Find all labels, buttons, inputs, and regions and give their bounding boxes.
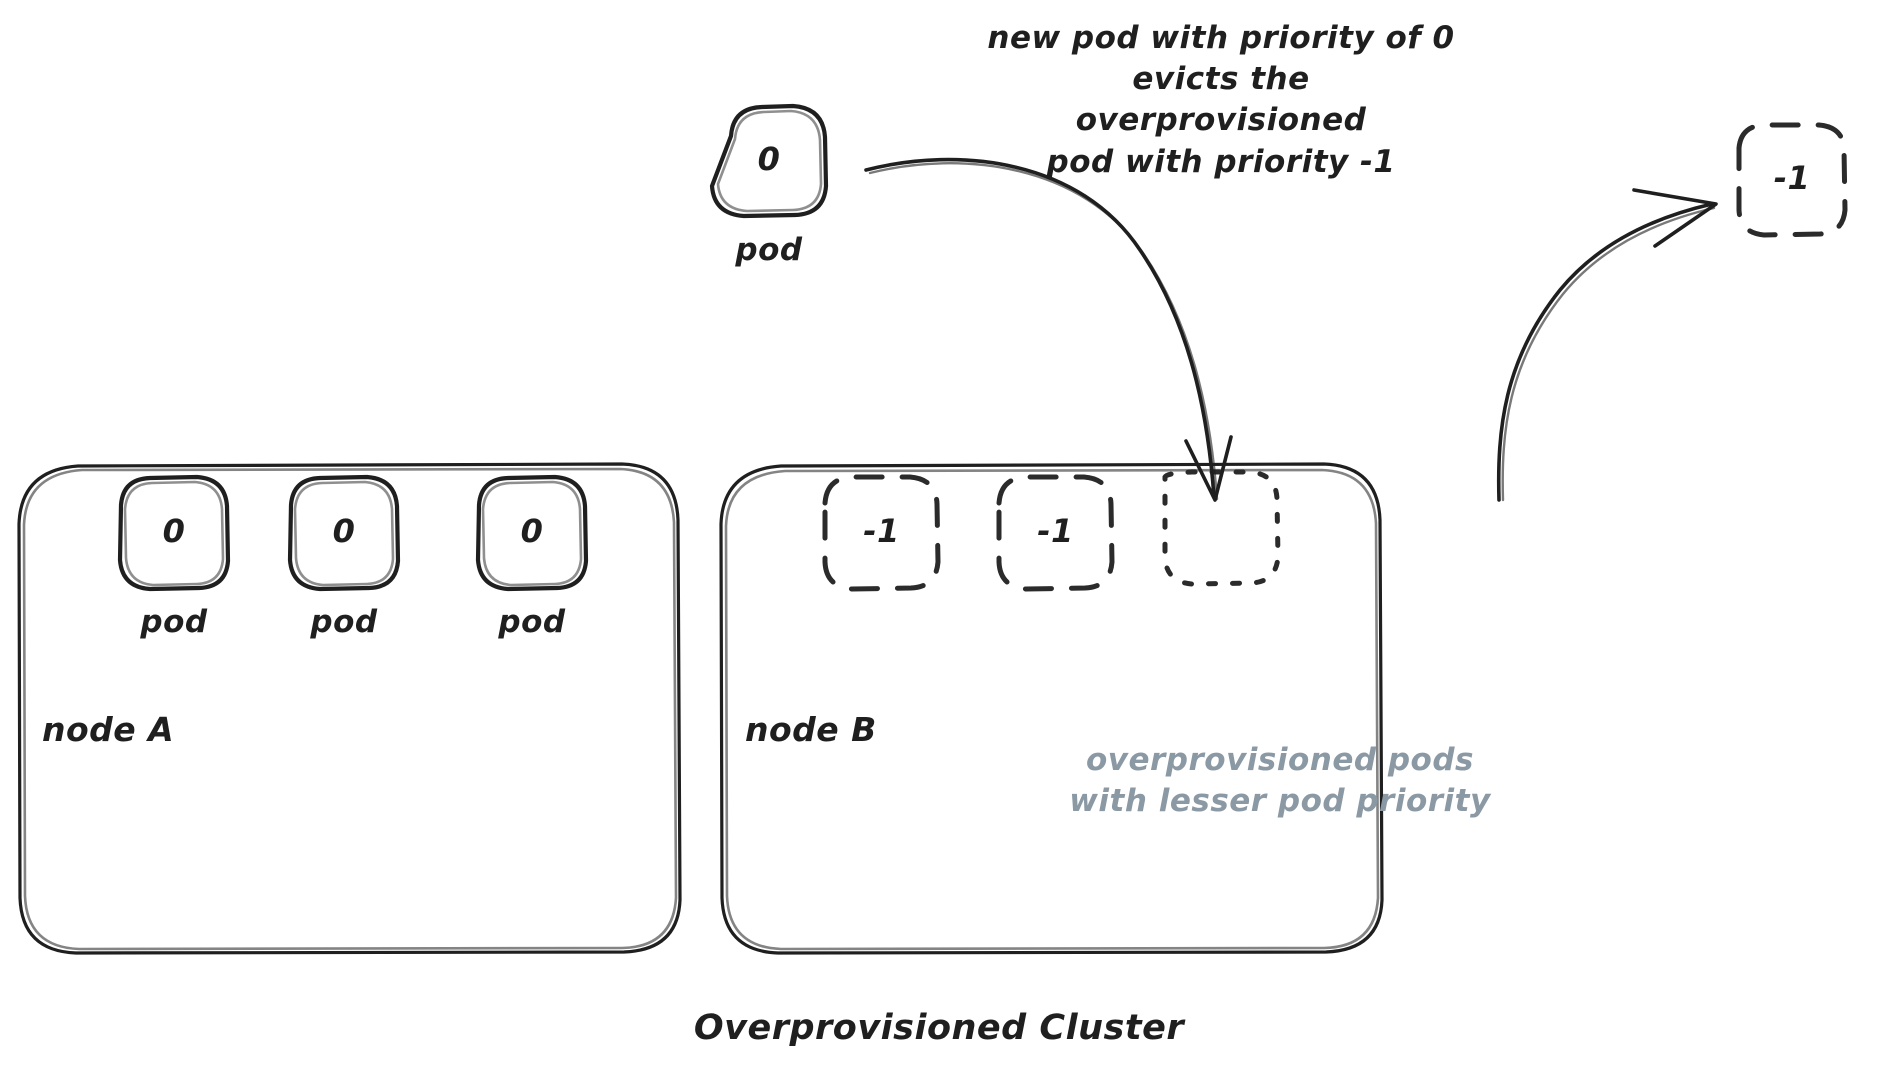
node-a-pod-1-value: 0: [162, 512, 186, 550]
node-b-pod-1-value: -1: [863, 512, 900, 550]
node-a-pod-3-value-wrap: 0: [478, 477, 586, 589]
evict-arrow: [1496, 188, 1718, 502]
node-a-pod-3-value: 0: [520, 512, 544, 550]
node-a-pod-1-caption: pod: [140, 604, 208, 640]
incoming-pod-value-wrap: 0: [712, 106, 826, 216]
annotation-eviction-note: new pod with priority of 0 evicts the ov…: [987, 20, 1455, 180]
annotation-overprovisioned-note: overprovisioned pods with lesser pod pri…: [1069, 742, 1491, 820]
node-a-pod-3-caption: pod: [498, 604, 566, 640]
node-b-pod-3-empty-slot[interactable]: [1165, 472, 1278, 584]
node-b-pod-2[interactable]: -1: [999, 477, 1112, 589]
node-a-pod-2-caption: pod: [310, 604, 378, 640]
incoming-pod-caption: pod: [735, 232, 803, 268]
incoming-pod-value: 0: [757, 140, 781, 178]
diagram-title: Overprovisioned Cluster: [693, 1008, 1185, 1048]
node-b-pod-1[interactable]: -1: [825, 477, 938, 589]
node-a-pod-1-value-wrap: 0: [120, 477, 228, 589]
node-a-label: node A: [42, 710, 175, 749]
node-b-pod-2-value: -1: [1037, 512, 1074, 550]
evicted-pod-value: -1: [1773, 159, 1811, 197]
evicted-pod[interactable]: -1: [1739, 125, 1845, 235]
node-b-label: node B: [745, 710, 877, 749]
schedule-arrow: [864, 157, 1233, 502]
node-a-pod-2-value-wrap: 0: [290, 477, 398, 589]
node-a-pod-2-value: 0: [332, 512, 356, 550]
